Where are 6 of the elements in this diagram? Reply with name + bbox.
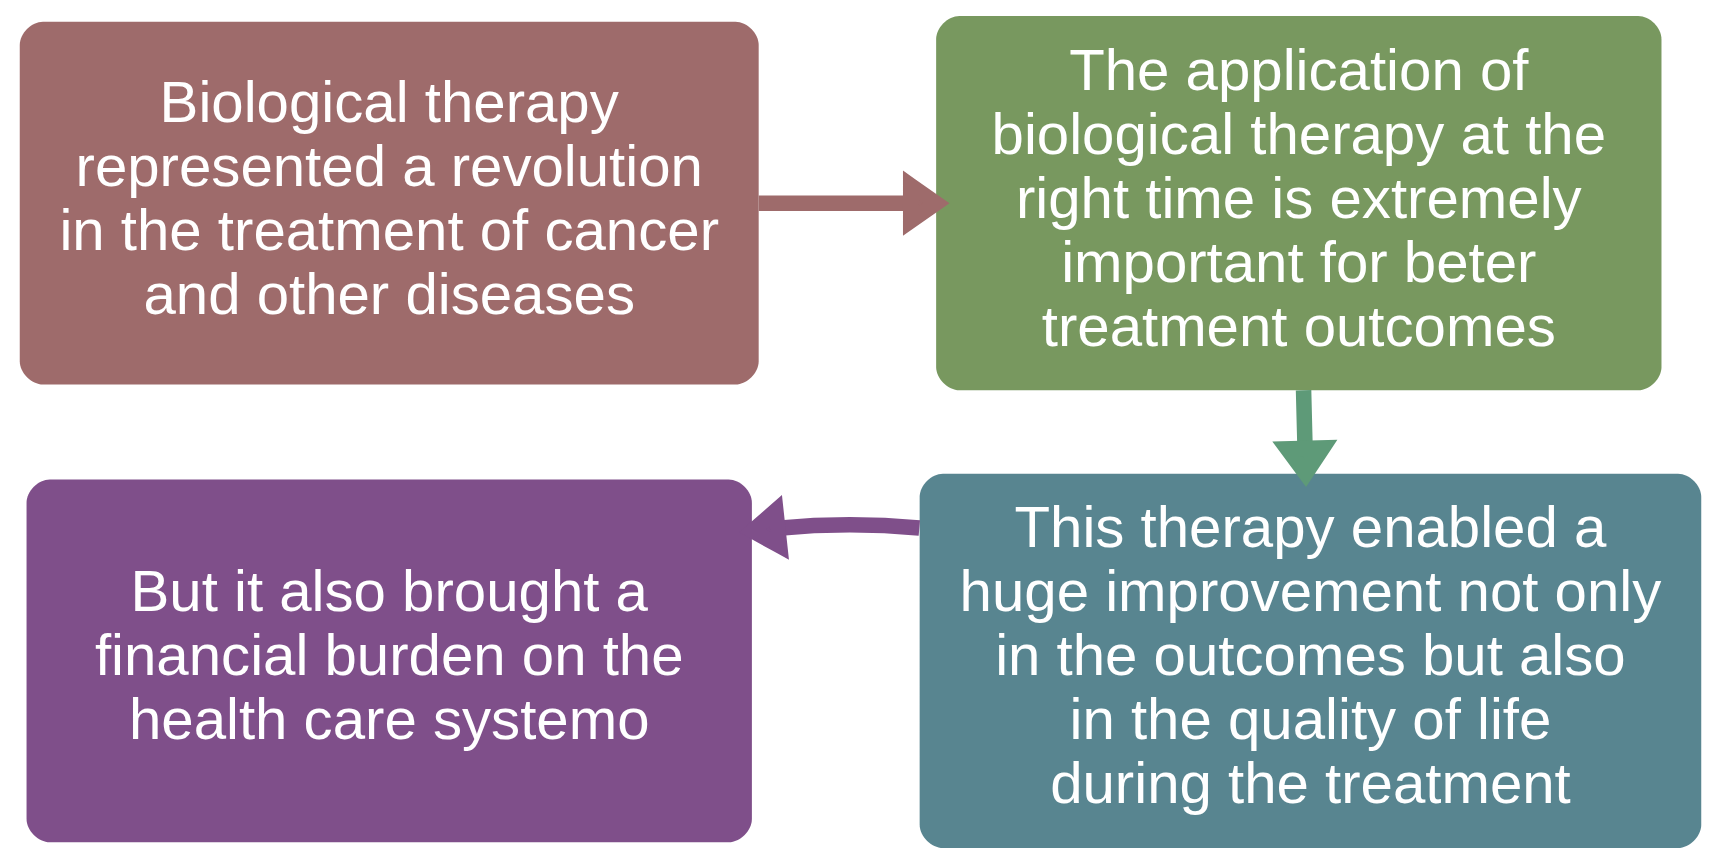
node-box: Biological therapy represented a revolution in the treatment of cancer and other diseases: [19, 21, 759, 385]
node-box: The application of biological therapy at the right time is extremely important for beter treatment outcomes: [936, 16, 1662, 391]
node-box: This therapy enabled a huge improvement not only in the outcomes but also in the quality of life during the treatment: [919, 473, 1702, 848]
node-box: But it also brought a financial burden on the health care systemo: [26, 479, 752, 843]
arrow: [1272, 390, 1338, 488]
arrow: [758, 170, 950, 236]
